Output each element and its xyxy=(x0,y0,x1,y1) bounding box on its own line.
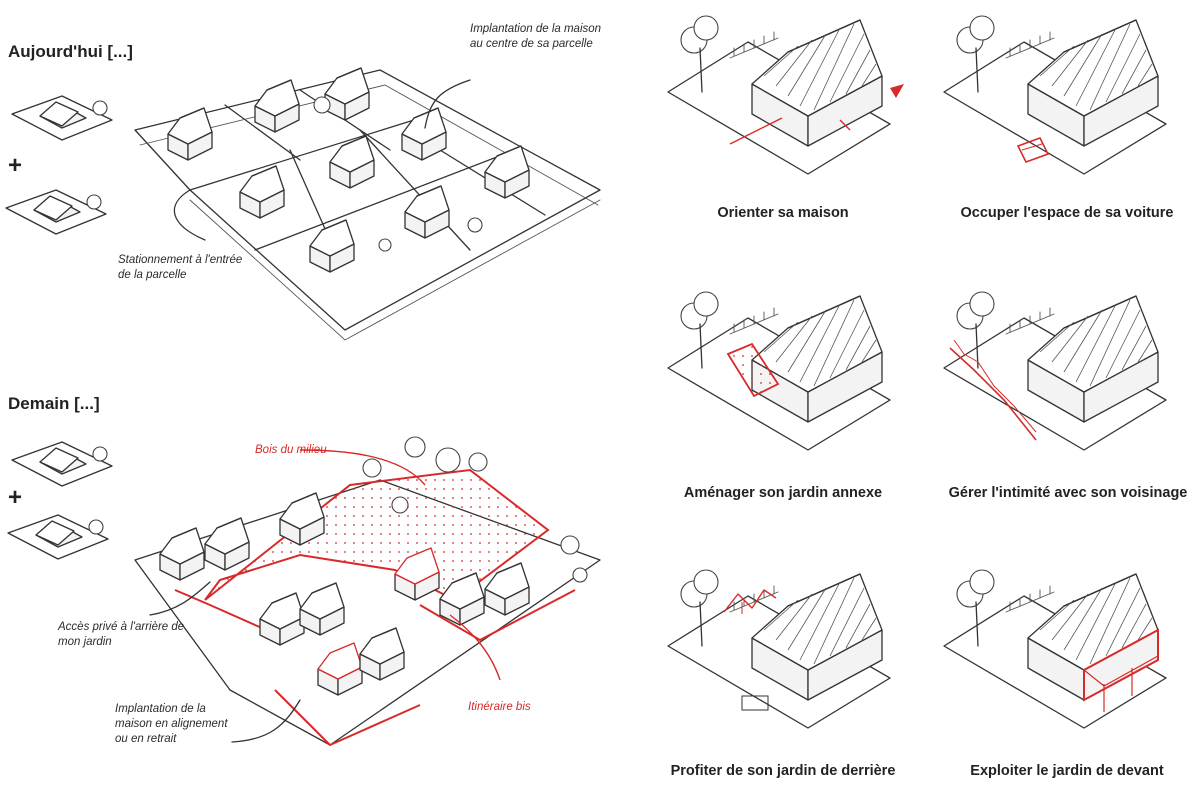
card-3-caption: Aménager son jardin annexe xyxy=(683,485,883,501)
today-note-parking: Stationnement à l'entrée de la parcelle xyxy=(118,254,243,281)
card-4-illustration xyxy=(943,291,1167,451)
tomorrow-heading: Demain [...] xyxy=(8,394,100,413)
today-arrow-center xyxy=(424,79,471,129)
tomorrow-arrow-access xyxy=(149,581,211,616)
card-6-illustration xyxy=(943,569,1167,729)
card-5-caption: Profiter de son jardin de derrière xyxy=(670,763,896,779)
card-3-illustration xyxy=(667,291,891,451)
card-6-caption: Exploiter le jardin de devant xyxy=(970,763,1164,779)
today-trees xyxy=(313,96,483,252)
tomorrow-plus: + xyxy=(8,484,23,511)
today-heading: Aujourd'hui [...] xyxy=(8,42,133,61)
today-note-center: Implantation de la maison au centre de s… xyxy=(470,23,602,50)
card-2-illustration xyxy=(943,15,1167,175)
tomorrow-arrow-route xyxy=(449,614,501,681)
tomorrow-red-edge-2 xyxy=(419,589,576,641)
today-parcel-grid xyxy=(134,69,601,341)
card-4-caption: Gérer l'intimité avec son voisinage xyxy=(948,485,1188,501)
card-2-caption: Occuper l'espace de sa voiture xyxy=(960,205,1174,221)
tomorrow-trees xyxy=(362,436,588,583)
card-1-caption: Orienter sa maison xyxy=(717,205,849,221)
tomorrow-wood-area xyxy=(204,468,550,602)
today-arrow-parking xyxy=(173,189,206,241)
tomorrow-note-access: Accès privé à l'arrière de mon jardin xyxy=(58,621,185,648)
tomorrow-red-edge-3 xyxy=(274,689,421,746)
tomorrow-note-alignment: Implantation de la maison en alignement … xyxy=(115,703,228,745)
tomorrow-note-route: Itinéraire bis xyxy=(468,701,531,713)
today-plus: + xyxy=(8,152,23,179)
tomorrow-arrow-wood xyxy=(299,449,426,486)
card-1-illustration xyxy=(667,15,904,175)
tomorrow-note-wood: Bois du milieu xyxy=(255,444,327,456)
tomorrow-arrow-alignment xyxy=(231,699,301,743)
card-5-illustration xyxy=(667,569,891,729)
